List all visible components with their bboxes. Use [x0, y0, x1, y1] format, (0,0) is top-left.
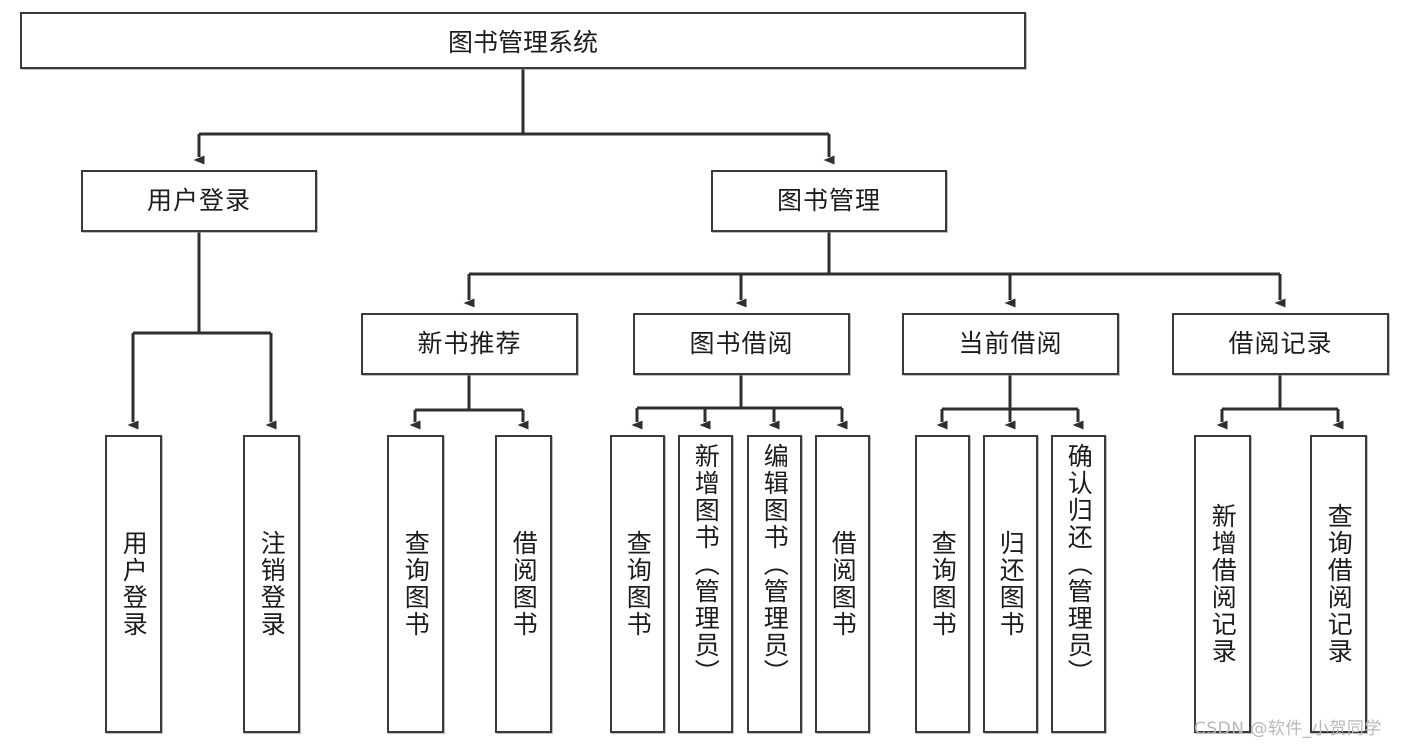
- node-book-borrow-label: 图书借阅: [689, 329, 794, 359]
- node-book-manage[interactable]: 图书管理: [711, 170, 947, 232]
- node-leaf-return-book[interactable]: 归还图书: [983, 435, 1038, 733]
- node-leaf-borrow-book-1-label: 借阅图书: [509, 530, 539, 638]
- node-root[interactable]: 图书管理系统: [20, 12, 1026, 69]
- node-leaf-user-login-label: 用户登录: [119, 530, 149, 638]
- node-borrow-record[interactable]: 借阅记录: [1172, 313, 1389, 375]
- node-leaf-borrow-book-2-label: 借阅图书: [828, 530, 858, 638]
- node-leaf-confirm-return-label: 确认归还（管理员）: [1064, 443, 1094, 686]
- node-leaf-edit-book-label: 编辑图书（管理员）: [760, 443, 790, 686]
- node-new-book-recommend[interactable]: 新书推荐: [361, 313, 578, 375]
- node-root-label: 图书管理系统: [447, 27, 598, 57]
- node-leaf-query-book-3-label: 查询图书: [928, 530, 958, 638]
- node-leaf-query-book-3[interactable]: 查询图书: [915, 435, 970, 733]
- node-leaf-query-book-2[interactable]: 查询图书: [610, 435, 665, 733]
- node-user-login-label: 用户登录: [146, 186, 251, 216]
- node-new-book-recommend-label: 新书推荐: [417, 329, 522, 359]
- node-leaf-logout-label: 注销登录: [257, 530, 287, 638]
- node-leaf-logout[interactable]: 注销登录: [243, 435, 300, 733]
- node-leaf-return-book-label: 归还图书: [996, 530, 1026, 638]
- node-leaf-query-record-label: 查询借阅记录: [1324, 503, 1354, 665]
- node-leaf-query-book-1[interactable]: 查询图书: [387, 435, 444, 733]
- node-leaf-add-record-label: 新增借阅记录: [1208, 503, 1238, 665]
- node-leaf-user-login[interactable]: 用户登录: [105, 435, 162, 733]
- node-leaf-confirm-return[interactable]: 确认归还（管理员）: [1051, 435, 1106, 733]
- node-leaf-add-record[interactable]: 新增借阅记录: [1194, 435, 1251, 733]
- node-leaf-query-book-1-label: 查询图书: [401, 530, 431, 638]
- node-leaf-edit-book[interactable]: 编辑图书（管理员）: [747, 435, 802, 733]
- node-leaf-borrow-book-2[interactable]: 借阅图书: [815, 435, 870, 733]
- node-leaf-query-record[interactable]: 查询借阅记录: [1310, 435, 1367, 733]
- node-borrow-record-label: 借阅记录: [1228, 329, 1333, 359]
- node-leaf-add-book-label: 新增图书（管理员）: [691, 443, 721, 686]
- node-book-borrow[interactable]: 图书借阅: [633, 313, 850, 375]
- node-leaf-query-book-2-label: 查询图书: [623, 530, 653, 638]
- node-current-borrow[interactable]: 当前借阅: [902, 313, 1119, 375]
- node-leaf-add-book[interactable]: 新增图书（管理员）: [678, 435, 733, 733]
- node-current-borrow-label: 当前借阅: [958, 329, 1063, 359]
- node-book-manage-label: 图书管理: [776, 186, 881, 216]
- watermark: CSDN @软件_小贺同学: [1194, 719, 1382, 739]
- node-user-login[interactable]: 用户登录: [81, 170, 317, 232]
- node-leaf-borrow-book-1[interactable]: 借阅图书: [495, 435, 552, 733]
